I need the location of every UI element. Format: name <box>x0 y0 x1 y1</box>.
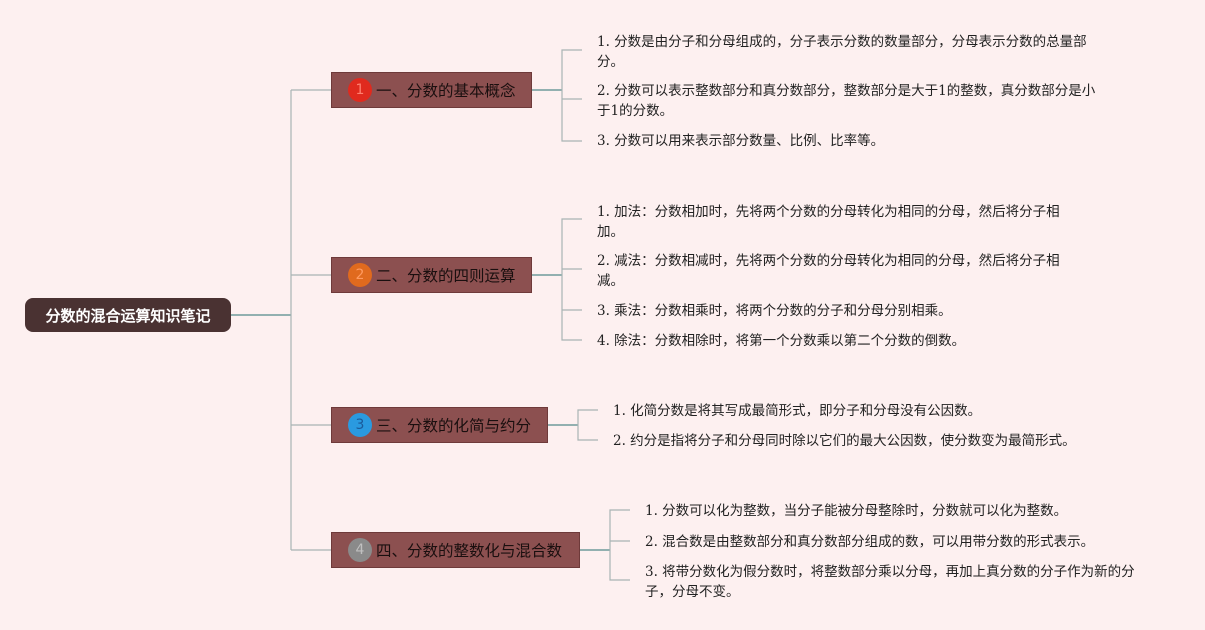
topic-2-item-4: 4. 除法：分数相除时，将第一个分数乘以第二个分数的倒数。 <box>597 333 966 349</box>
topic-label-1: 一、分数的基本概念 <box>376 82 516 100</box>
number-2-badge-icon: 2 <box>348 263 372 287</box>
topic-2-item-2: 2. 减法：分数相减时，先将两个分数的分母转化为相同的分母，然后将分子相减。 <box>597 253 1060 289</box>
topic-4-item-3: 3. 将带分数化为假分数时，将整数部分乘以分母，再加上真分数的分子作为新的分子，… <box>645 564 1135 600</box>
topic-4-item-2: 2. 混合数是由整数部分和真分数部分组成的数，可以用带分数的形式表示。 <box>645 534 1095 550</box>
topic-3-item-1: 1. 化简分数是将其写成最简形式，即分子和分母没有公因数。 <box>613 403 982 419</box>
topic-4-item-1: 1. 分数可以化为整数，当分子能被分母整除时，分数就可以化为整数。 <box>645 503 1068 519</box>
number-1-badge-icon: 1 <box>348 78 372 102</box>
topic-label-4: 四、分数的整数化与混合数 <box>376 542 563 560</box>
root-node[interactable]: 分数的混合运算知识笔记 <box>25 298 231 332</box>
topic-4-leaf-bracket <box>609 509 630 581</box>
topic-2-leaf-bracket <box>561 218 582 341</box>
topic-node-2[interactable]: 2 二、分数的四则运算 <box>331 257 532 293</box>
number-4-badge-icon: 4 <box>348 538 372 562</box>
topic-1-item-3: 3. 分数可以用来表示部分数量、比例、比率等。 <box>597 133 885 149</box>
topic-label-3: 三、分数的化简与约分 <box>376 417 532 435</box>
topic-label-2: 二、分数的四则运算 <box>376 267 516 285</box>
topic-1-item-1: 1. 分数是由分子和分母组成的，分子表示分数的数量部分，分母表示分数的总量部分。 <box>597 34 1087 70</box>
topic-1-item-2: 2. 分数可以表示整数部分和真分数部分，整数部分是大于1的整数，真分数部分是小于… <box>597 83 1096 119</box>
topic-3-leaf-bracket <box>577 409 598 441</box>
topic-node-1[interactable]: 1 一、分数的基本概念 <box>331 72 532 108</box>
root-label: 分数的混合运算知识笔记 <box>45 306 211 325</box>
topic-2-item-3: 3. 乘法：分数相乘时，将两个分数的分子和分母分别相乘。 <box>597 303 952 319</box>
topic-3-item-2: 2. 约分是指将分子和分母同时除以它们的最大公因数，使分数变为最简形式。 <box>613 433 1076 449</box>
topic-1-leaf-bracket <box>561 49 582 142</box>
topic-node-4[interactable]: 4 四、分数的整数化与混合数 <box>331 532 580 568</box>
topic-node-3[interactable]: 3 三、分数的化简与约分 <box>331 407 548 443</box>
topic-2-item-1: 1. 加法：分数相加时，先将两个分数的分母转化为相同的分母，然后将分子相加。 <box>597 204 1060 240</box>
number-3-badge-icon: 3 <box>348 413 372 437</box>
